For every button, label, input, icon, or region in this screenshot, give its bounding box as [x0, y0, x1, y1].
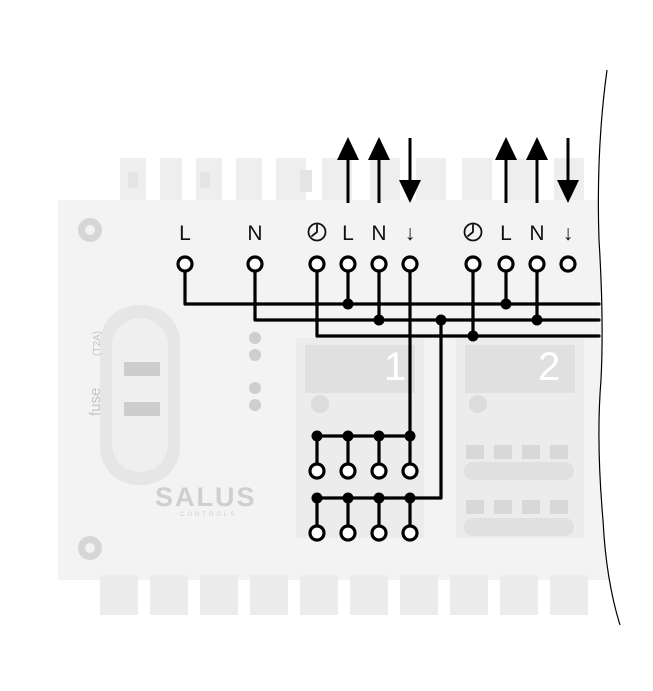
terminal-zone2-output [559, 255, 577, 273]
terminal-zone2-neutral [528, 255, 546, 273]
fuse-label: fuse [87, 388, 104, 416]
label-zone1-live: L [342, 222, 354, 245]
label-zone2-output: ↓ [563, 222, 574, 245]
zone1-arrows [337, 137, 421, 203]
terminal-live [176, 255, 194, 273]
clock-icon [463, 222, 483, 242]
status-leds [249, 332, 261, 411]
terminal-block-row-2 [308, 524, 419, 542]
terminal-block-row-1 [308, 462, 419, 480]
terminal-zone1-clock [308, 255, 326, 273]
arrow-up-icon [337, 137, 359, 203]
junction-dots [311, 298, 543, 504]
brand-subtitle: CONTROLS [180, 512, 237, 518]
label-zone1-neutral: N [371, 222, 386, 245]
terminals-top-row [176, 255, 577, 273]
label-zone2-live: L [500, 222, 512, 245]
brand-name: SALUS [155, 482, 257, 512]
arrow-up-icon [526, 137, 548, 203]
arrow-up-icon [368, 137, 390, 203]
zone2-arrows [495, 137, 579, 203]
terminal-zone1-output [401, 255, 419, 273]
arrow-down-icon [399, 138, 421, 203]
screw-icon [78, 536, 102, 560]
module-1-number: 1 [384, 345, 406, 389]
terminal-neutral [246, 255, 264, 273]
terminal-zone1-live [339, 255, 357, 273]
relay-module-2: 2 [456, 338, 584, 538]
terminal-zone1-neutral [370, 255, 388, 273]
terminal-zone2-clock [464, 255, 482, 273]
arrow-up-icon [495, 137, 517, 203]
label-zone2-neutral: N [529, 222, 544, 245]
arrow-down-icon [557, 138, 579, 203]
wiring-center-board: fuse (T2A) 1 2 [58, 158, 618, 615]
screw-icon [78, 218, 102, 242]
salus-logo: SALUS CONTROLS [155, 482, 257, 518]
label-zone1-output: ↓ [405, 222, 416, 245]
label-live: L [179, 222, 191, 245]
fuse-holder: fuse (T2A) [87, 305, 180, 485]
torn-edge [598, 70, 653, 625]
label-neutral: N [247, 222, 262, 245]
terminal-zone2-live [497, 255, 515, 273]
fuse-rating: (T2A) [92, 331, 103, 356]
module-2-number: 2 [538, 345, 560, 389]
terminal-labels: L N L N ↓ L N ↓ [179, 222, 573, 245]
torn-edge-line [597, 69, 621, 626]
clock-icon [307, 222, 327, 242]
